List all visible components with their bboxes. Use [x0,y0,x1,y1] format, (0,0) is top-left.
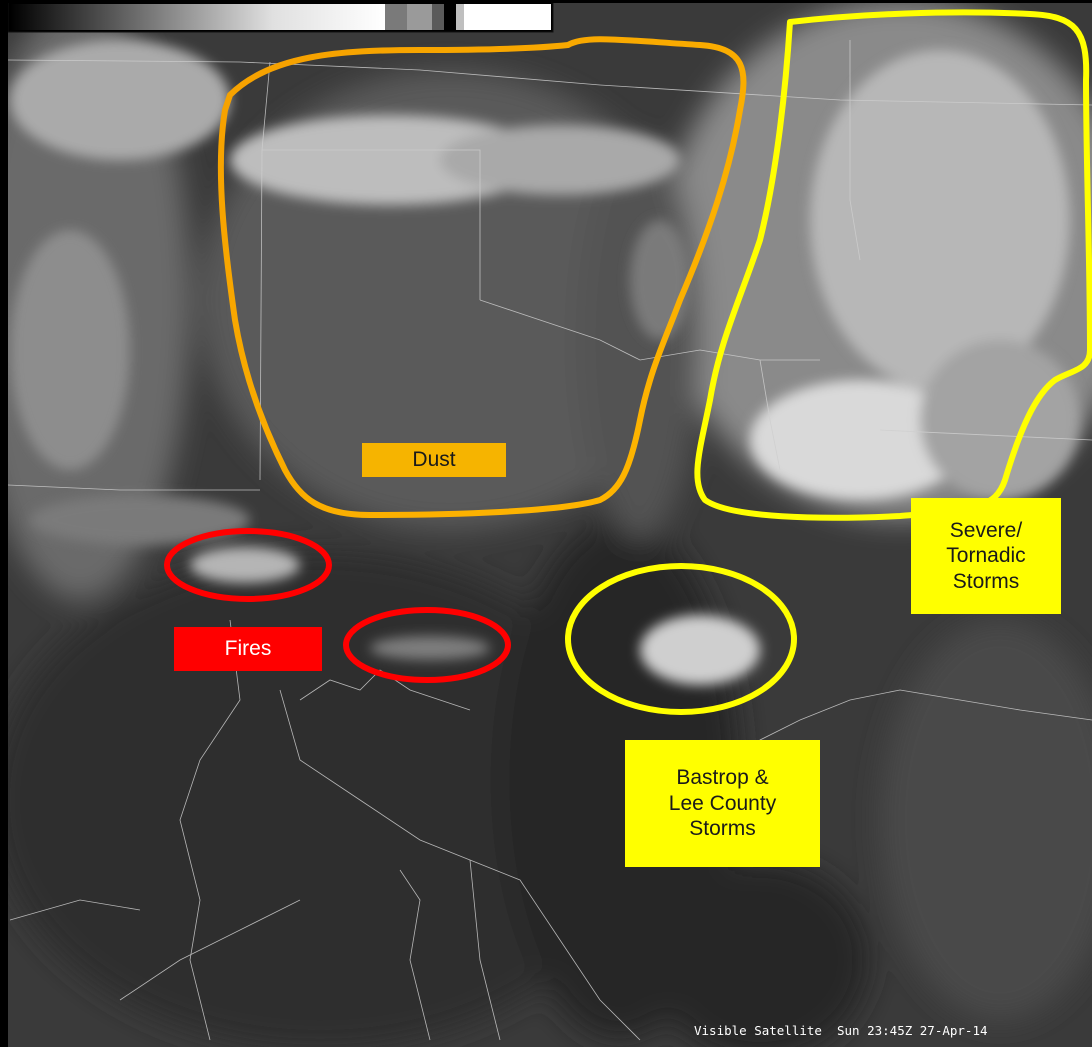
colorbar [7,1,554,33]
dust-outline [217,36,747,518]
image-caption: Visible Satellite Sun 23:45Z 27-Apr-14 [694,1023,988,1038]
fire-outline-east [343,607,511,683]
bastrop-storms-label: Bastrop & Lee County Storms [625,740,820,867]
fires-label: Fires [174,627,322,671]
severe-storms-label: Severe/ Tornadic Storms [911,498,1061,614]
dust-label: Dust [362,443,506,477]
cloud-features [10,40,1080,685]
severe-outline [694,9,1092,521]
fire-outline-west [164,528,332,602]
bastrop-outline [565,563,797,715]
